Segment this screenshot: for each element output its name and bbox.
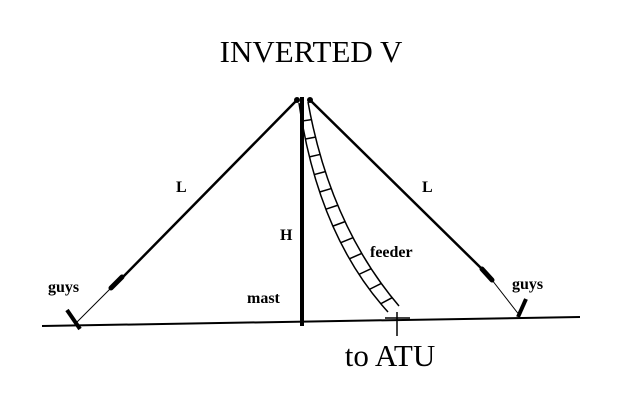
label-feeder: feeder [370,244,413,261]
label-to-atu: to ATU [345,338,435,373]
right-insulator [479,266,495,283]
feeder-wire-left [298,102,389,313]
feeder-wire-right [307,101,400,307]
feeder-rung [325,204,338,210]
right-feedpoint [307,97,313,103]
label-right-guys: guys [512,276,543,293]
feeder-rung [340,237,354,244]
feeder-rung [349,252,362,260]
label-height: H [280,227,293,244]
label-right-leg: L [422,179,433,196]
left-insulator [108,274,125,291]
left-guy-rope [76,287,112,323]
feeder-rung [369,282,382,291]
feeder-rungs [301,118,393,305]
feeder-rung [309,153,321,158]
feeder-rung [358,267,372,276]
right-guy-rope [491,279,521,317]
right-guy-stake [516,298,528,318]
label-left-guys: guys [48,279,79,296]
left-feedpoint [294,97,300,103]
right-antenna-leg [309,99,484,271]
diagram-title: INVERTED V [220,34,403,69]
feeder-rung [319,187,332,193]
label-mast: mast [247,290,281,307]
feeder-rung [380,297,393,305]
feeder-rung [301,118,312,122]
ground-line [41,316,581,327]
feeder-rung [314,170,326,176]
left-antenna-leg [120,99,298,280]
feeder-rung [305,136,316,140]
feeder-rung [332,220,346,227]
label-left-leg: L [176,179,187,196]
left-guy-stake [65,308,82,331]
ladder-feeder [298,101,400,313]
